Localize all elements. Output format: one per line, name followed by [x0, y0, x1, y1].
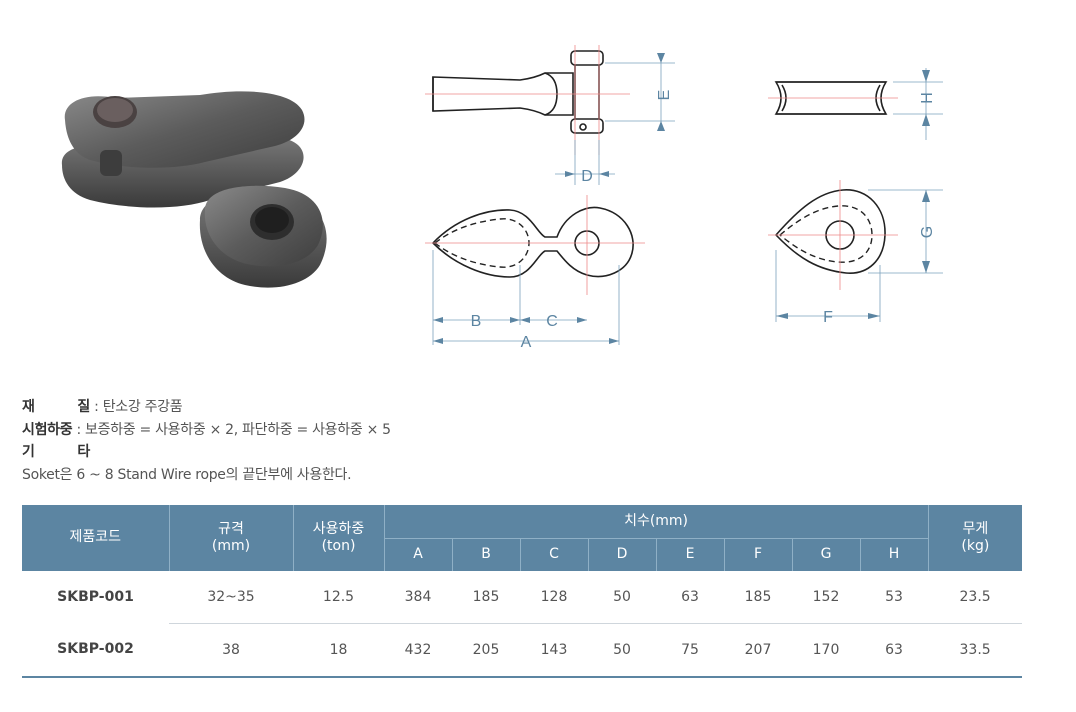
test-load-row: 시험하중 : 보증하중 = 사용하중 × 2, 파단하중 = 사용하중 × 5 [22, 419, 391, 442]
row-dim-d: 50 [588, 623, 656, 678]
row-size: 32~35 [169, 570, 293, 624]
socket-top-view-drawing: B C A [425, 195, 645, 351]
header-code: 제품코드 [22, 505, 170, 571]
header-load: 사용하중(ton) [293, 505, 385, 571]
header-size: 규격(mm) [169, 505, 294, 571]
material-value: : 탄소강 주강품 [90, 399, 183, 415]
header-dim-d: D [588, 537, 657, 571]
usage-note: Soket은 6 ~ 8 Stand Wire rope의 끝단부에 사용한다. [22, 466, 352, 483]
row-dim-f: 207 [724, 623, 792, 678]
table-row: SKBP-002 38 18 432 205 143 50 75 207 170… [22, 623, 1023, 678]
row-dim-b: 205 [452, 623, 520, 678]
dim-label-d: D [581, 168, 593, 185]
dim-label-c: C [546, 313, 558, 330]
header-dim-f: F [724, 537, 793, 571]
product-photo [61, 91, 327, 288]
header-weight: 무게(kg) [928, 505, 1023, 571]
dim-label-h: H [919, 92, 936, 104]
dim-label-a: A [521, 334, 532, 351]
row-code: SKBP-001 [57, 588, 134, 605]
row-dim-c: 128 [520, 570, 588, 624]
dim-label-e: E [656, 90, 673, 101]
row-dim-h: 63 [860, 623, 929, 678]
row-weight: 23.5 [928, 570, 1023, 624]
row-dim-a: 432 [384, 623, 452, 678]
row-code: SKBP-002 [22, 623, 169, 678]
dim-label-f: F [823, 309, 833, 326]
header-dim-b: B [452, 537, 521, 571]
row-dim-c: 143 [520, 623, 588, 678]
header-dim-g: G [792, 537, 861, 571]
header-dim-e: E [656, 537, 725, 571]
header-dim-a: A [384, 537, 453, 571]
row-load: 12.5 [293, 570, 384, 624]
wedge-top-view-drawing: G F [768, 180, 943, 326]
test-load-label: 시험하중 [22, 421, 73, 438]
row-dim-g: 152 [792, 570, 860, 624]
socket-side-view-drawing: E D [425, 45, 675, 185]
row-size: 38 [169, 623, 293, 678]
row-weight: 33.5 [928, 623, 1023, 678]
dim-label-g: G [919, 226, 936, 238]
header-dim-c: C [520, 537, 589, 571]
spec-table: 제품코드 규격(mm) 사용하중(ton) 치수(mm) 무게(kg) A B … [22, 505, 1023, 678]
row-dim-b: 185 [452, 570, 520, 624]
row-load: 18 [293, 623, 384, 678]
table-row: SKBP-001 32~35 12.5 384 185 128 50 63 18… [22, 570, 1023, 624]
row-dim-a: 384 [384, 570, 452, 624]
header-dim-h: H [860, 537, 929, 571]
row-dim-f: 185 [724, 570, 792, 624]
test-load-value: : 보증하중 = 사용하중 × 2, 파단하중 = 사용하중 × 5 [72, 421, 391, 438]
row-dim-d: 50 [588, 570, 656, 624]
row-dim-g: 170 [792, 623, 860, 678]
wedge-side-view-drawing: H [768, 68, 943, 140]
row-dim-e: 75 [656, 623, 724, 678]
header-dims: 치수(mm) [384, 505, 929, 538]
row-dim-h: 53 [860, 570, 929, 624]
dim-label-b: B [471, 313, 482, 330]
row-dim-e: 63 [656, 570, 724, 624]
